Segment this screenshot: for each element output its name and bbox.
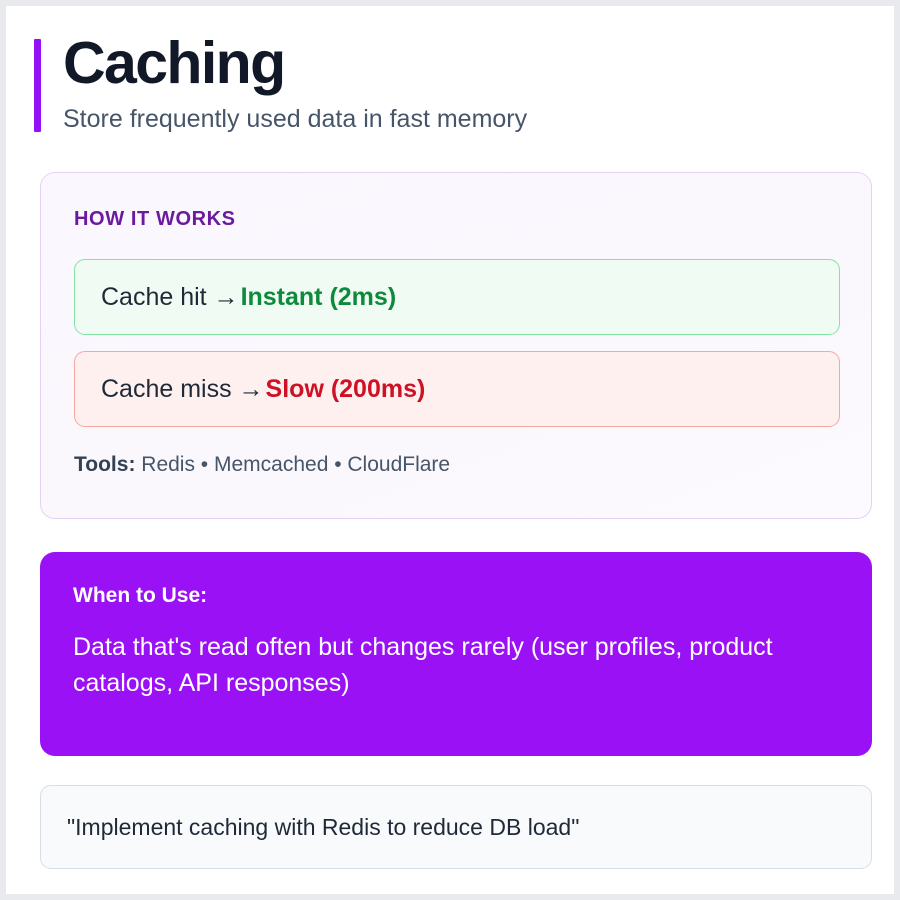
page-header: Caching Store frequently used data in fa… — [34, 30, 854, 134]
page-subtitle: Store frequently used data in fast memor… — [63, 105, 528, 134]
page-title: Caching — [63, 30, 286, 96]
how-it-works-panel: HOW IT WORKS Cache hit → Instant (2ms) C… — [40, 172, 872, 519]
quote-text: "Implement caching with Redis to reduce … — [67, 813, 580, 840]
when-to-use-label: When to Use: — [73, 584, 208, 607]
how-it-works-label: HOW IT WORKS — [74, 208, 236, 230]
tools-line: Tools: Redis • Memcached • CloudFlare — [74, 453, 450, 477]
cache-miss-row: Cache miss → Slow (200ms) — [74, 351, 840, 427]
cache-hit-prefix: Cache hit → — [101, 282, 239, 311]
cache-miss-result: Slow (200ms) — [265, 374, 426, 403]
cache-hit-row: Cache hit → Instant (2ms) — [74, 259, 840, 335]
cache-hit-result: Instant (2ms) — [240, 282, 397, 311]
when-to-use-block: When to Use: Data that's read often but … — [40, 552, 872, 756]
header-text-group: Caching Store frequently used data in fa… — [41, 30, 528, 134]
quote-box: "Implement caching with Redis to reduce … — [40, 785, 872, 869]
when-to-use-text: Data that's read often but changes rarel… — [73, 633, 773, 697]
cache-miss-prefix: Cache miss → — [101, 374, 264, 403]
tools-value: Redis • Memcached • CloudFlare — [141, 453, 451, 476]
tools-label: Tools: — [74, 453, 136, 476]
page-card: Caching Store frequently used data in fa… — [6, 6, 894, 894]
accent-bar — [34, 39, 41, 133]
